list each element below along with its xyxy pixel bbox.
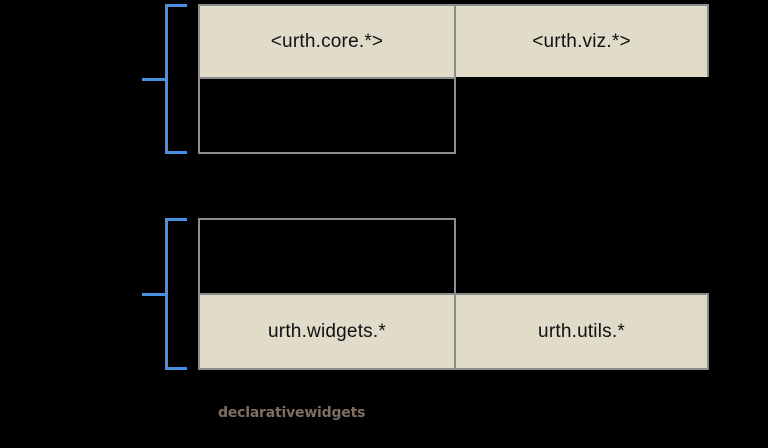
- lower-group-bracket-tick: [142, 293, 166, 296]
- layer-cell-lower-masked-right: [456, 218, 711, 295]
- upper-group: <urth.core.*> <urth.viz.*>: [198, 4, 711, 154]
- upper-visible-row: <urth.core.*> <urth.viz.*>: [198, 4, 711, 79]
- layer-label-urth-widgets: urth.widgets.*: [268, 320, 386, 342]
- lower-masked-row: [198, 218, 711, 295]
- layer-cell-lower-masked-left[interactable]: [198, 218, 456, 295]
- layer-label-urth-viz: <urth.viz.*>: [532, 30, 631, 52]
- layer-cell-upper-masked-right: [456, 77, 711, 154]
- layer-cell-urth-core[interactable]: <urth.core.*>: [198, 4, 456, 79]
- layer-cell-urth-viz[interactable]: <urth.viz.*>: [454, 4, 709, 79]
- lower-visible-row: urth.widgets.* urth.utils.*: [198, 293, 711, 370]
- lower-group: urth.widgets.* urth.utils.*: [198, 218, 711, 370]
- layer-cell-urth-utils[interactable]: urth.utils.*: [454, 293, 709, 370]
- brand-label: declarativewidgets: [218, 405, 366, 421]
- layer-cell-urth-widgets[interactable]: urth.widgets.*: [198, 293, 456, 370]
- layer-label-urth-utils: urth.utils.*: [538, 320, 625, 342]
- layer-label-urth-core: <urth.core.*>: [270, 30, 384, 52]
- layer-cell-upper-masked-left[interactable]: [198, 77, 456, 154]
- upper-group-bracket-tick: [142, 78, 166, 81]
- upper-masked-row: [198, 77, 711, 154]
- lower-group-bracket: [165, 218, 187, 370]
- upper-group-bracket: [165, 4, 187, 154]
